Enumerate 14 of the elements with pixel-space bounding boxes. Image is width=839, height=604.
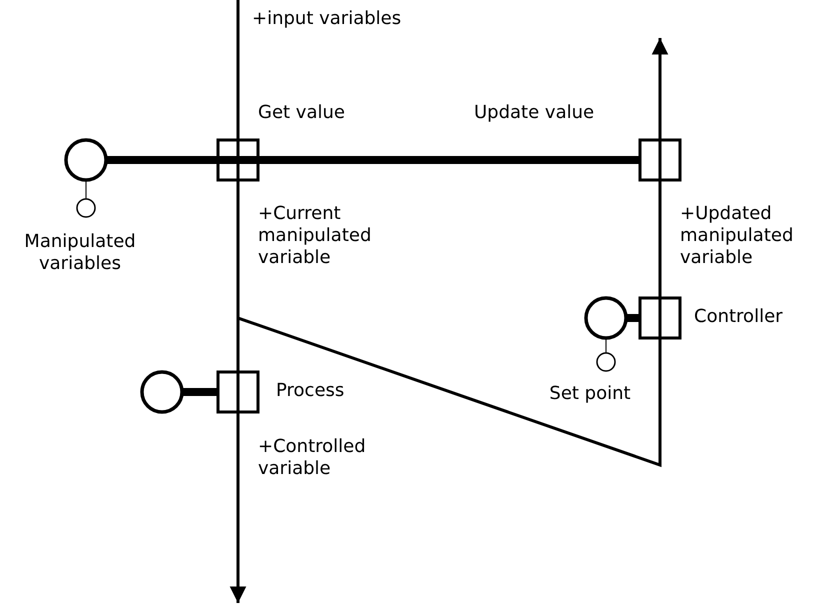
connector-line [236, 0, 240, 140]
thick-connector [258, 156, 640, 164]
node-label: Get value [258, 102, 346, 124]
thick-connector [106, 156, 218, 164]
thick-connector [626, 314, 640, 322]
node-label: Process [276, 380, 346, 402]
node-label: Set point [548, 383, 632, 405]
node-label: Manipulated variables [23, 231, 137, 275]
node-label: Controller [694, 306, 784, 328]
connector-line [658, 180, 662, 298]
connector-line [652, 38, 668, 140]
thick-connector [182, 388, 218, 396]
node-label: Update value [474, 102, 596, 124]
connector-line [230, 412, 246, 603]
